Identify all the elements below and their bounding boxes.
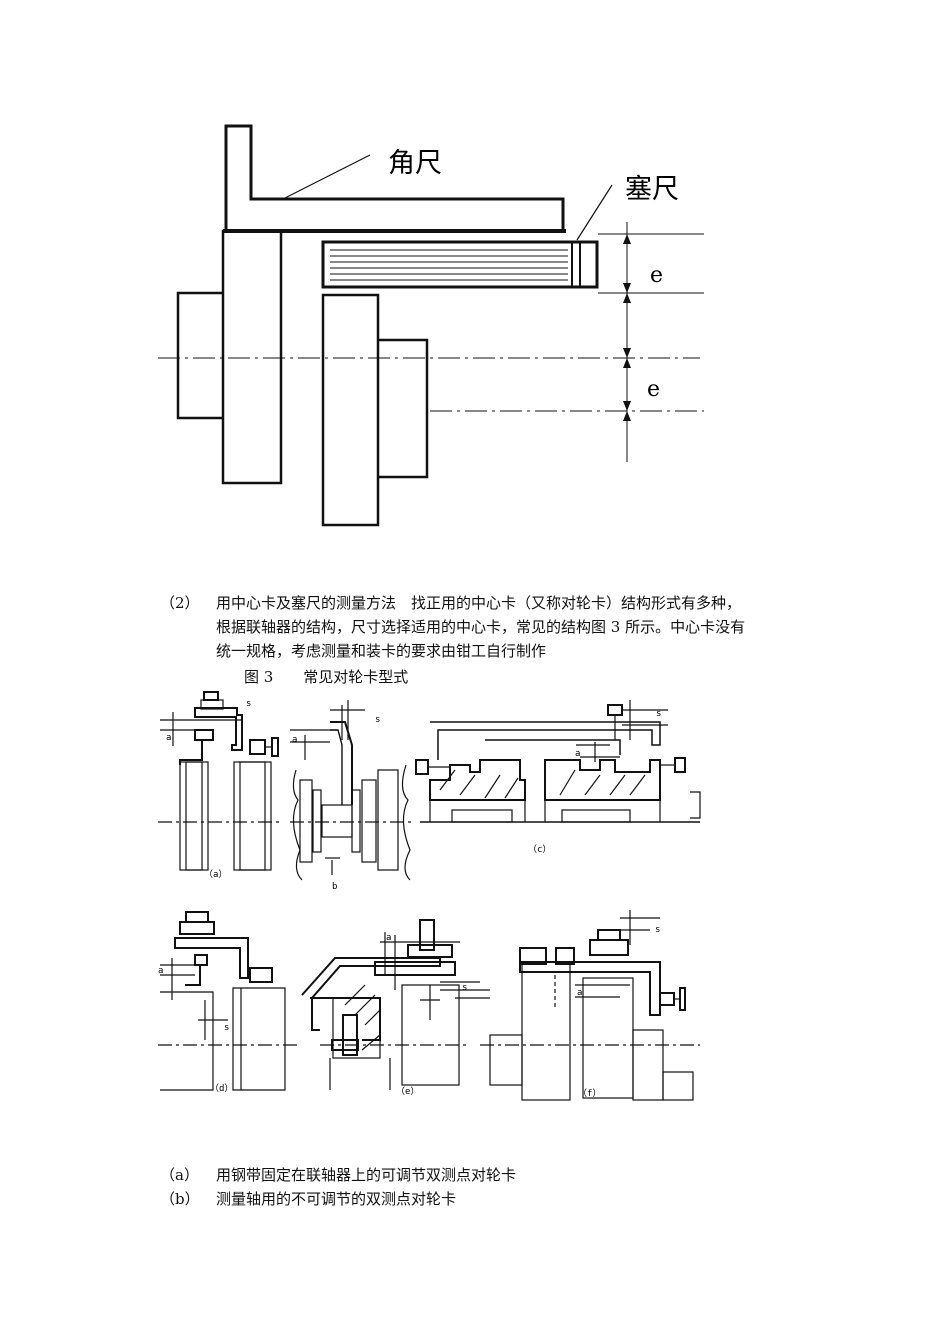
paragraph-line-2: 根据联轴器的结构，尺寸选择适用的中心卡，常见的结构图 3 所示。中心卡没有 bbox=[216, 618, 746, 636]
list-item-b-tag: （b） bbox=[160, 1190, 200, 1208]
right-coupling-shape bbox=[321, 293, 429, 527]
sub-caption-b: b bbox=[332, 882, 337, 892]
sub-caption-d: （d） bbox=[210, 1083, 233, 1094]
figure-3-row-2: a s a s s a （d） （e） （f） bbox=[158, 910, 700, 1101]
mark-a-a: a bbox=[166, 733, 171, 743]
mark-a-c: a bbox=[575, 749, 580, 759]
mark-s-d: s bbox=[224, 1023, 229, 1033]
mark-a-d: a bbox=[158, 966, 163, 976]
figure-3-row-1: s a s a s a （a） b （c） bbox=[158, 691, 701, 892]
paragraph-line-1: 用中心卡及塞尺的测量方法 找正用的中心卡（又称对轮卡）结构形式有多种， bbox=[216, 594, 742, 612]
clamp-d-drawing bbox=[158, 911, 300, 1091]
label-feeler-gauge: 塞尺 bbox=[625, 174, 679, 205]
mark-s-a: s bbox=[246, 699, 251, 709]
list-item-a-tag: （a） bbox=[160, 1166, 199, 1184]
label-e-lower: e bbox=[647, 377, 660, 402]
clamp-f-drawing bbox=[480, 910, 700, 1101]
feeler-gauge-shape bbox=[321, 240, 599, 289]
figure-square-feeler: 角尺 塞尺 e e bbox=[158, 124, 704, 527]
sub-caption-c: （c） bbox=[528, 844, 551, 855]
clamp-e-drawing bbox=[301, 919, 490, 1090]
mark-s-f: s bbox=[655, 925, 660, 935]
paragraph-number: （2） bbox=[160, 594, 200, 612]
list-item-b-text: 测量轴用的不可调节的双测点对轮卡 bbox=[216, 1190, 457, 1208]
list-item-a-text: 用钢带固定在联轴器上的可调节双测点对轮卡 bbox=[216, 1166, 517, 1184]
mark-a-e: a bbox=[386, 933, 391, 943]
sub-caption-a: （a） bbox=[204, 869, 227, 880]
mark-a-f: a bbox=[577, 988, 582, 998]
mark-s-c: s bbox=[656, 709, 661, 719]
left-coupling-shape bbox=[176, 229, 283, 485]
label-square-ruler: 角尺 bbox=[388, 148, 442, 179]
mark-a-b: a bbox=[292, 735, 297, 745]
figure-3-caption: 图 3 常见对轮卡型式 bbox=[244, 668, 409, 686]
sub-caption-f: （f） bbox=[578, 1088, 601, 1099]
mark-s-b: s bbox=[375, 715, 380, 725]
clamp-c-drawing bbox=[415, 700, 701, 823]
clamp-a-drawing bbox=[158, 691, 280, 871]
mark-s-e: s bbox=[462, 983, 467, 993]
sub-caption-e: （e） bbox=[396, 1086, 419, 1097]
paragraph-line-3: 统一规格，考虑测量和装卡的要求由钳工自行制作 bbox=[216, 642, 547, 660]
label-e-upper: e bbox=[650, 263, 663, 288]
clamp-b-drawing bbox=[290, 700, 412, 881]
